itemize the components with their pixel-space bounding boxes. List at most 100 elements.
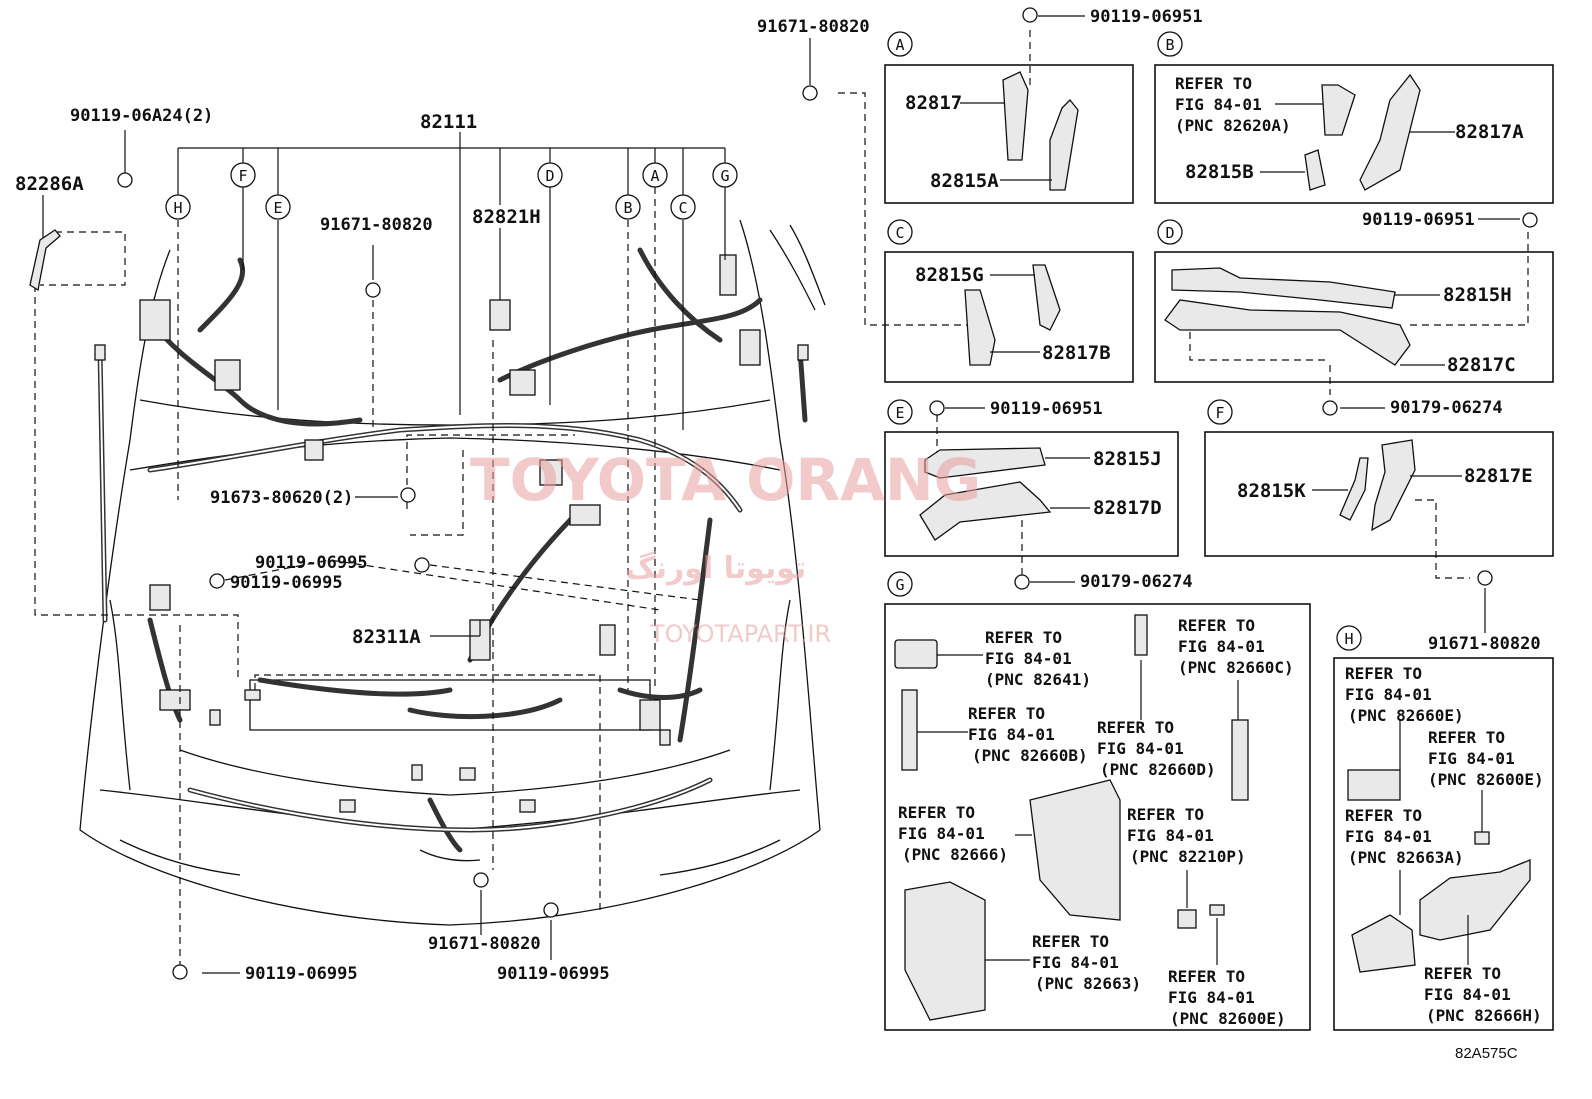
main-labels: 82111 82286A 82821H 82311A 90119-06A24(2… — [15, 17, 870, 984]
bolt-icon — [172, 964, 188, 980]
callout-f: F — [238, 167, 247, 185]
panel-d: D 82815H 82817C 90179-06274 — [1154, 219, 1554, 418]
callout-d: D — [545, 167, 554, 185]
ref-line: FIG 84-01 — [1424, 985, 1511, 1004]
callout-a: A — [650, 167, 659, 185]
label-82815J: 82815J — [1093, 448, 1162, 470]
panel-h: H REFER TO FIG 84-01 (PNC 82660E) REFER … — [1333, 625, 1554, 1031]
panel-a-letter: A — [895, 36, 904, 54]
ref-line: FIG 84-01 — [1345, 827, 1432, 846]
ref-82660B: REFER TO FIG 84-01 (PNC 82660B) — [968, 704, 1088, 765]
label-82817A: 82817A — [1455, 121, 1524, 143]
ref-line: FIG 84-01 — [968, 725, 1055, 744]
ref-line: FIG 84-01 — [898, 824, 985, 843]
ref-line: FIG 84-01 — [1032, 953, 1119, 972]
part-82660B-shape — [901, 689, 918, 771]
label-panel-e-clip: 90179-06274 — [1080, 572, 1193, 592]
watermark: TOYOTA ORANG تویوتا اورنگ TOYOTAPART.IR — [470, 446, 981, 648]
part-82817E-shape — [1371, 439, 1416, 532]
bolt-icon — [543, 902, 559, 918]
ref-line: REFER TO — [985, 628, 1062, 647]
part-82815K-shape — [1339, 457, 1369, 521]
part-82815H-shape — [1171, 267, 1396, 309]
watermark-text: TOYOTA ORANG — [470, 446, 981, 514]
label-82821H: 82821H — [472, 206, 541, 228]
ref-line: (PNC 82210P) — [1130, 847, 1246, 866]
ref-line: FIG 84-01 — [985, 649, 1072, 668]
label-82111: 82111 — [420, 111, 477, 133]
label-90119-06995-a: 90119-06995 — [255, 553, 368, 573]
ref-line: (PNC 82663A) — [1348, 848, 1464, 867]
panel-c-letter: C — [895, 224, 904, 242]
panel-h-letter: H — [1344, 630, 1353, 648]
ref-line: REFER TO — [898, 803, 975, 822]
ref-line: REFER TO — [1178, 616, 1255, 635]
ref-82600E-h: REFER TO FIG 84-01 (PNC 82600E) — [1428, 728, 1544, 789]
part-82600E-shape — [1209, 904, 1225, 916]
part-82815A-shape — [1049, 99, 1079, 191]
panel-b-letter: B — [1165, 36, 1174, 54]
part-82663-shape — [904, 881, 986, 1021]
bolt-icon — [802, 85, 818, 101]
ref-82666H: REFER TO FIG 84-01 (PNC 82666H) — [1424, 964, 1542, 1025]
label-82815G: 82815G — [915, 264, 984, 286]
ref-line: REFER TO — [1428, 728, 1505, 747]
panel-f: F 82815K 82817E 91671-80820 — [1204, 399, 1554, 654]
ref-line: REFER TO — [1097, 718, 1174, 737]
part-82286A-shape — [29, 229, 61, 292]
ref-line: REFER TO — [1168, 967, 1245, 986]
label-90119-06A24: 90119-06A24(2) — [70, 106, 213, 126]
panel-b-ref-line3: (PNC 82620A) — [1175, 116, 1291, 135]
engine-bay-illustration — [79, 219, 826, 926]
ref-line: (PNC 82660B) — [972, 746, 1088, 765]
bolt-icon — [1022, 7, 1038, 23]
ref-line: FIG 84-01 — [1097, 739, 1184, 758]
part-82210P-shape — [1177, 909, 1197, 929]
ref-line: REFER TO — [1345, 806, 1422, 825]
label-82817E: 82817E — [1464, 465, 1533, 487]
ref-82663A: REFER TO FIG 84-01 (PNC 82663A) — [1345, 806, 1464, 867]
panel-b: B REFER TO FIG 84-01 (PNC 82620A) 82817A… — [1154, 31, 1554, 230]
bolt-icon — [473, 872, 489, 888]
part-82666-shape — [1029, 779, 1121, 921]
label-82815K: 82815K — [1237, 480, 1306, 502]
part-82817D-shape — [919, 481, 1052, 541]
label-82311A: 82311A — [352, 626, 421, 648]
bolt-icon — [414, 557, 430, 573]
ref-line: FIG 84-01 — [1168, 988, 1255, 1007]
ref-line: REFER TO — [1424, 964, 1501, 983]
ref-line: FIG 84-01 — [1178, 637, 1265, 656]
ref-line: (PNC 82663) — [1035, 974, 1141, 993]
ref-82660D: REFER TO FIG 84-01 (PNC 82660D) — [1097, 718, 1216, 779]
part-82660E-shape — [1347, 769, 1401, 801]
panel-b-ref-line1: REFER TO — [1175, 74, 1252, 93]
clip-icon — [1014, 574, 1030, 590]
panel-e-letter: E — [895, 404, 904, 422]
part-82815J-shape — [924, 447, 1046, 479]
panel-g-letter: G — [895, 576, 904, 594]
ref-line: REFER TO — [1032, 932, 1109, 951]
main-dashed-lines — [34, 30, 1529, 965]
bolt-icon — [1477, 570, 1493, 586]
panel-d-letter: D — [1165, 224, 1174, 242]
ref-line: (PNC 82666) — [902, 845, 1008, 864]
part-82817-shape — [1002, 71, 1029, 161]
label-panel-d-clip: 90179-06274 — [1390, 398, 1503, 418]
label-90119-06995-d: 90119-06995 — [497, 964, 610, 984]
ref-82641: REFER TO FIG 84-01 (PNC 82641) — [985, 628, 1091, 689]
panel-a: A 82817 82815A 90119-06951 — [884, 7, 1203, 204]
watermark-url: TOYOTAPART.IR — [649, 620, 831, 648]
part-82641-shape — [894, 639, 938, 669]
ref-line: (PNC 82641) — [985, 670, 1091, 689]
bolt-icon — [209, 573, 225, 589]
ref-82666: REFER TO FIG 84-01 (PNC 82666) — [898, 803, 1008, 864]
ref-line: FIG 84-01 — [1127, 826, 1214, 845]
ref-line: (PNC 82600E) — [1428, 770, 1544, 789]
label-82815A: 82815A — [930, 170, 999, 192]
ref-82660C: REFER TO FIG 84-01 (PNC 82660C) — [1178, 616, 1294, 677]
diagram-code: 82A575C — [1455, 1045, 1518, 1062]
label-82817D: 82817D — [1093, 497, 1162, 519]
panel-b-ref-line2: FIG 84-01 — [1175, 95, 1262, 114]
ref-line: (PNC 82660C) — [1178, 658, 1294, 677]
part-82663A-shape — [1351, 914, 1416, 973]
